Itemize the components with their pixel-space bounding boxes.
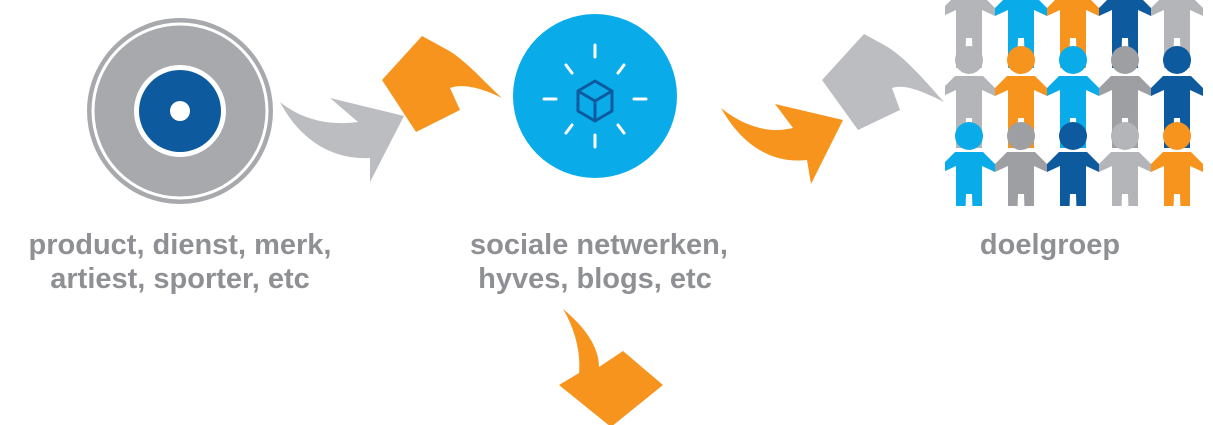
person-figure xyxy=(1099,0,1151,68)
social-network-cube-icon xyxy=(513,14,677,178)
person-figure xyxy=(1151,122,1203,206)
person-figure xyxy=(995,122,1047,206)
social-label-line-2: hyves, blogs, etc xyxy=(478,263,712,295)
person-figure xyxy=(1047,0,1099,68)
person-figure xyxy=(1047,46,1099,148)
social-label-line-1: sociale netwerken, xyxy=(470,229,728,261)
person-figure xyxy=(995,0,1047,68)
product-label-line-2: artiest, sporter, etc xyxy=(50,263,310,295)
person-figure xyxy=(995,46,1047,148)
audience-label: doelgroep xyxy=(960,228,1140,262)
person-figure xyxy=(1151,0,1203,68)
person-figure xyxy=(945,0,995,68)
product-label-line-1: product, dienst, merk, xyxy=(28,229,332,261)
product-disc-icon xyxy=(87,18,273,204)
social-label: sociale netwerken, hyves, blogs, etc xyxy=(470,228,728,296)
gray-arrow-into-audience xyxy=(822,34,944,130)
person-figure xyxy=(1151,46,1203,148)
people-crowd-icon xyxy=(945,0,1203,206)
person-figure xyxy=(1047,122,1099,206)
orange-arrow-into-social xyxy=(382,36,502,132)
audience-label-line-1: doelgroep xyxy=(979,229,1121,261)
person-figure xyxy=(945,122,995,206)
person-figure xyxy=(1099,122,1151,206)
orange-arrow-social-to-audience xyxy=(721,104,843,184)
orange-arrow-down xyxy=(559,309,663,425)
product-label: product, dienst, merk, artiest, sporter,… xyxy=(20,228,340,296)
person-figure xyxy=(1099,46,1151,148)
gray-arrow-product-to-social xyxy=(280,98,404,182)
